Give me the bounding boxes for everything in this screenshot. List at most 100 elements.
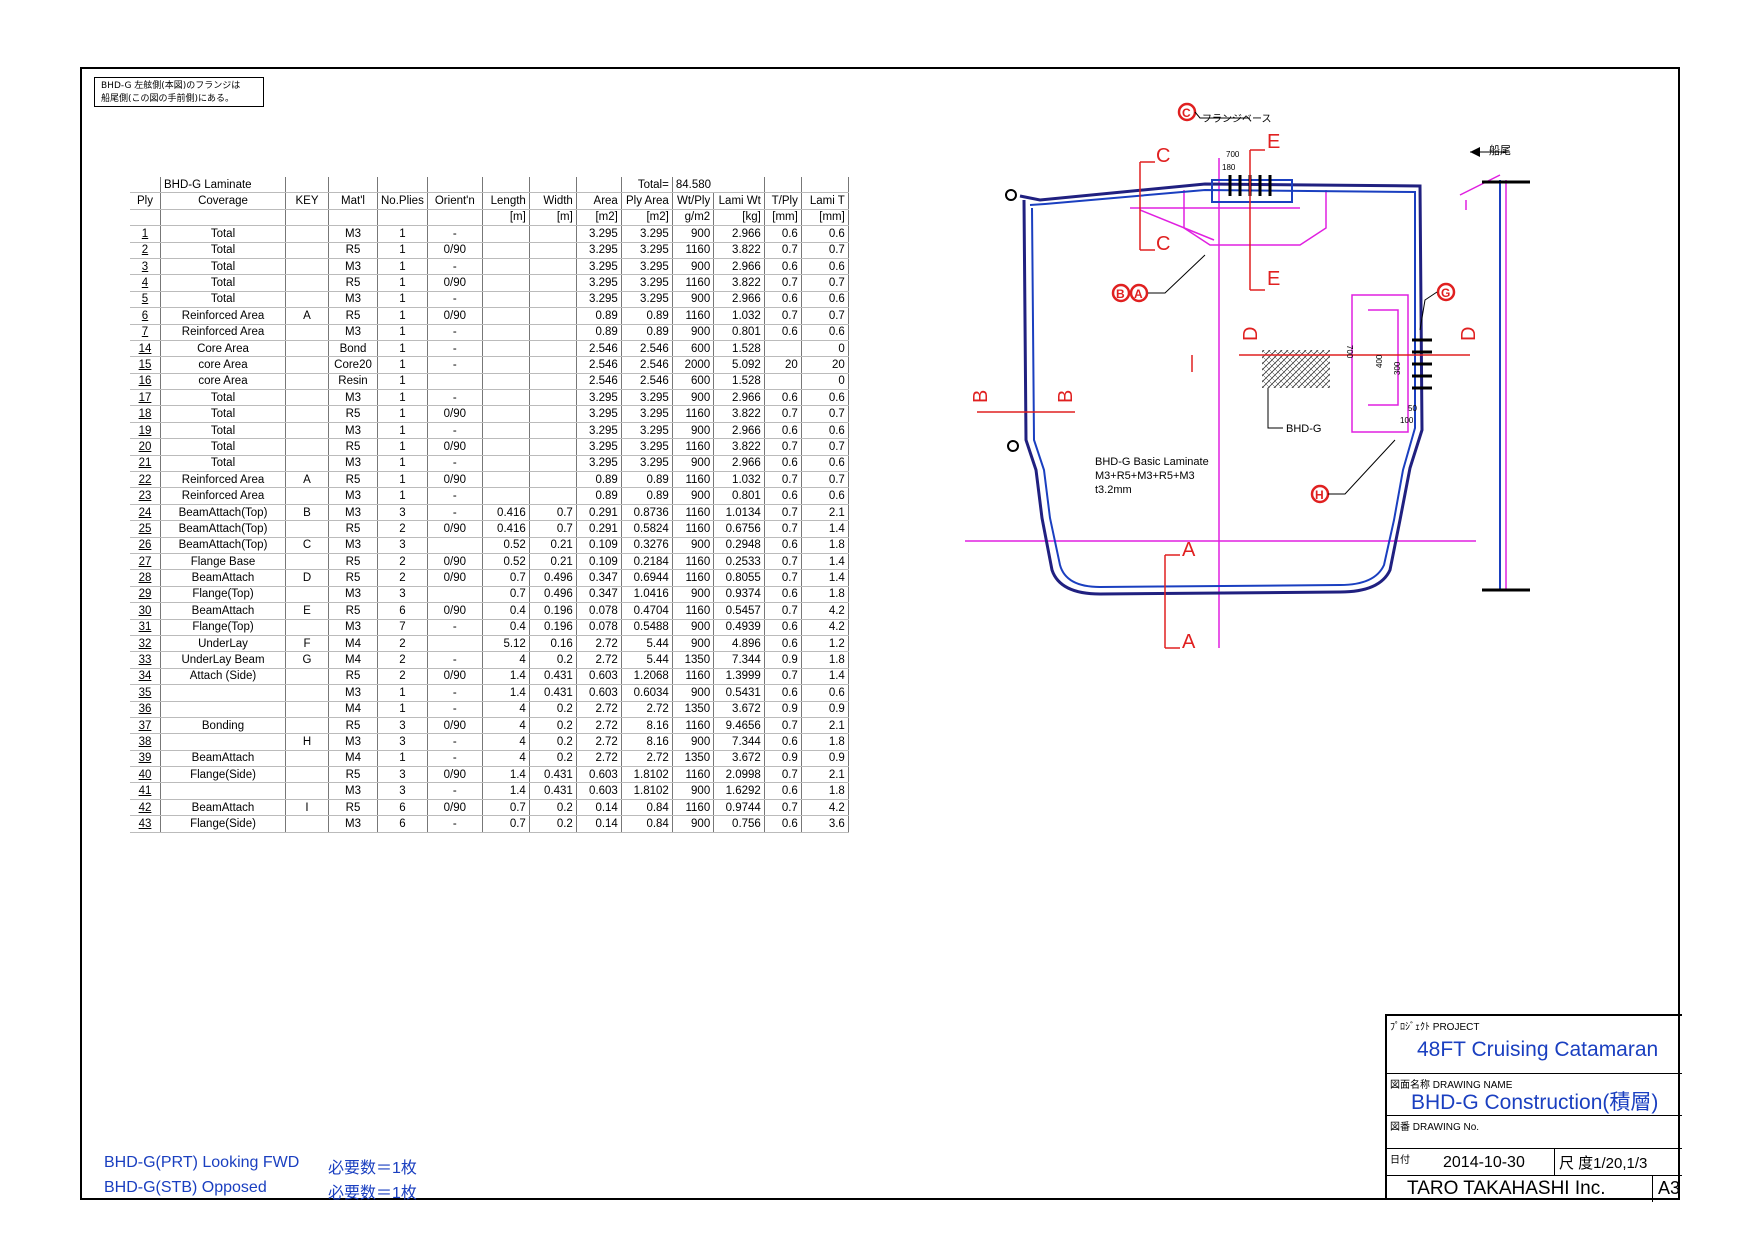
table-row-cell: - xyxy=(427,750,483,768)
table-row-cell: 0.7 xyxy=(801,471,849,489)
section-e-bottom: E xyxy=(1267,268,1280,290)
table-row-cell: 2.72 xyxy=(576,651,622,669)
table-row-cell: 0/90 xyxy=(427,242,483,259)
table-row-cell: 0.6 xyxy=(764,487,802,505)
table-row-cell: 0.801 xyxy=(713,487,765,505)
table-row-cell: - xyxy=(427,455,483,473)
table-row-cell: 2.72 xyxy=(576,733,622,751)
table-row-cell: 1.4 xyxy=(482,668,530,686)
table-row-cell: 2 xyxy=(377,569,428,587)
table-row-cell xyxy=(482,242,530,259)
table-row-cell: 0.5824 xyxy=(621,520,673,538)
table-row-cell xyxy=(529,405,577,423)
header-row-cell: Ply Area xyxy=(621,192,673,210)
table-row-cell xyxy=(427,586,483,604)
table-row-cell xyxy=(482,487,530,505)
table-row-cell: 2.546 xyxy=(576,356,622,374)
table-row-cell: 0/90 xyxy=(427,766,483,784)
table-row-cell xyxy=(285,225,329,243)
table-row-cell: 1.4 xyxy=(482,766,530,784)
table-row-cell: 0.6 xyxy=(764,324,802,341)
table-row-cell: 3.295 xyxy=(576,405,622,423)
table-row-cell: 1160 xyxy=(672,569,715,587)
table-row-cell: Total xyxy=(160,242,286,259)
table-row-cell: 2.1 xyxy=(801,766,849,784)
table-row-cell: 22 xyxy=(130,471,161,489)
table-row-cell xyxy=(285,766,329,784)
table-row-cell: 14 xyxy=(130,340,161,358)
table-row-cell: 0.6 xyxy=(764,619,802,636)
table-row-cell: 1 xyxy=(377,258,428,276)
table-row-cell: 0.416 xyxy=(482,520,530,538)
table-row-cell: 0/90 xyxy=(427,405,483,423)
table-row-cell: M3 xyxy=(328,422,378,440)
table-row-cell: - xyxy=(427,782,483,800)
table-row-cell: 3.295 xyxy=(576,438,622,456)
table-row-cell: 3.6 xyxy=(801,815,849,833)
table-row-cell: 1.8 xyxy=(801,537,849,554)
table-row-cell: 0.7 xyxy=(482,799,530,817)
table-row-cell: BeamAttach xyxy=(160,799,286,817)
table-row-cell xyxy=(160,733,286,751)
table-row-cell xyxy=(529,389,577,407)
drawing-sheet: BHD-G 左舷側(本図)のフランジは 船尾側(この図の手前側)にある。 BHD… xyxy=(80,67,1682,1202)
table-row-cell: 2 xyxy=(377,635,428,653)
table-row-cell xyxy=(529,373,577,391)
table-row-cell: 0/90 xyxy=(427,471,483,489)
table-row-cell: 0.078 xyxy=(576,619,622,636)
table-row-cell: 0.6 xyxy=(764,422,802,440)
table-row-cell: 0.6 xyxy=(764,815,802,833)
table-row-cell: 1160 xyxy=(672,471,715,489)
table-row-cell: 900 xyxy=(672,586,715,604)
table-row-cell: - xyxy=(427,389,483,407)
table-row-cell: 0.6 xyxy=(764,258,802,276)
table-row-cell: 0.6 xyxy=(764,291,802,309)
table-row-cell xyxy=(529,242,577,259)
table-row-cell: 0.2 xyxy=(529,815,577,833)
table-row-cell: Flange(Top) xyxy=(160,619,286,636)
table-row-cell xyxy=(482,291,530,309)
table-row-cell xyxy=(285,553,329,571)
table-row-cell: 0.7 xyxy=(801,274,849,292)
table-row-cell: 1.8102 xyxy=(621,766,673,784)
table-row-cell: 0/90 xyxy=(427,602,483,620)
table-row-cell: 0.7 xyxy=(764,471,802,489)
table-row-cell: 1350 xyxy=(672,750,715,768)
table-row-cell: 4.2 xyxy=(801,799,849,817)
table-row-cell: 0.89 xyxy=(621,471,673,489)
table-row-cell: - xyxy=(427,225,483,243)
table-row-cell: 43 xyxy=(130,815,161,833)
table-row-cell: H xyxy=(285,733,329,751)
table-row-cell: 0.7 xyxy=(482,586,530,604)
table-row-cell: 1.8 xyxy=(801,586,849,604)
table-row-cell xyxy=(482,438,530,456)
table-row-cell: 0.2 xyxy=(529,651,577,669)
table-row-cell: 0.7 xyxy=(764,717,802,735)
table-row-cell: 0.7 xyxy=(764,668,802,686)
table-row-cell: 1 xyxy=(377,455,428,473)
table-row-cell: 3.295 xyxy=(621,422,673,440)
table-row-cell: - xyxy=(427,684,483,702)
table-row-cell xyxy=(529,471,577,489)
drawing-name-value: BHD-G Construction(積層) xyxy=(1411,1091,1659,1114)
table-row-cell: 0.7 xyxy=(764,405,802,423)
table-row-cell: 0.9 xyxy=(801,750,849,768)
table-row-cell: 0.6 xyxy=(764,389,802,407)
table-row-cell: 0.6 xyxy=(764,635,802,653)
table-row-cell xyxy=(529,340,577,358)
drawing-name-label: 図面名称 DRAWING NAME xyxy=(1390,1080,1513,1091)
section-e-top: E xyxy=(1267,131,1280,153)
table-row-cell: 0.6034 xyxy=(621,684,673,702)
table-row-cell: 15 xyxy=(130,356,161,374)
table-row-cell: 900 xyxy=(672,733,715,751)
table-row-cell: 9.4656 xyxy=(713,717,765,735)
table-row-cell xyxy=(160,684,286,702)
table-row-cell: M4 xyxy=(328,750,378,768)
project-row: ﾌﾟﾛｼﾞｪｸﾄ PROJECT 48FT Cruising Catamaran xyxy=(1387,1016,1682,1074)
table-row-cell: 0.196 xyxy=(529,602,577,620)
table-row-cell: 0.2 xyxy=(529,799,577,817)
